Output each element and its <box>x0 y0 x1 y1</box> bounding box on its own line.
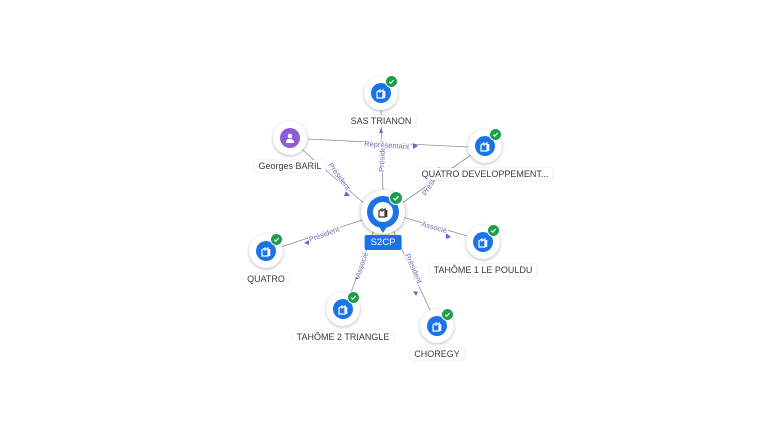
pin-pointer-icon <box>378 225 388 233</box>
verified-check-icon <box>389 191 403 205</box>
verified-check-icon <box>270 233 283 246</box>
center-node-label: S2CP <box>364 235 402 250</box>
edge-label-baril-quatrodev: Représentant <box>364 139 410 151</box>
node-label-georges-baril: Georges BARIL <box>254 160 326 172</box>
edge-label-tahome2: Associé <box>353 251 370 279</box>
verified-check-icon <box>385 75 398 88</box>
edge-baril-center: Président <box>297 145 367 206</box>
node-label-tahome-1: TAHÔME 1 LE POULDU <box>429 264 537 276</box>
node-label-quatro-developpement: QUATRO DEVELOPPEMENT... <box>417 168 553 180</box>
edge-label-sas-trianon: Président <box>377 139 387 172</box>
edge-label-baril-center: Président <box>326 161 352 193</box>
edge-label-quatro: Président <box>308 224 342 244</box>
person-icon <box>280 128 300 148</box>
verified-check-icon <box>487 224 500 237</box>
building-icon <box>371 83 391 103</box>
edge-label-tahome1: Associé <box>420 219 448 235</box>
node-label-sas-trianon: SAS TRIANON <box>346 115 416 127</box>
edge-baril-quatrodev: Représentant <box>307 138 469 152</box>
building-icon <box>427 316 447 336</box>
building-icon <box>256 241 276 261</box>
edge-quatro: Président <box>274 217 369 250</box>
building-icon <box>475 136 495 156</box>
edge-label-choregy: Président <box>403 252 424 285</box>
building-icon <box>473 232 493 252</box>
node-label-tahome-2: TAHÔME 2 TRIANGLE <box>292 331 394 343</box>
verified-check-icon <box>347 291 360 304</box>
building-icon <box>333 299 353 319</box>
building-icon <box>373 202 393 222</box>
node-label-choregy: CHOREGY <box>410 348 464 360</box>
verified-check-icon <box>441 308 454 321</box>
verified-check-icon <box>489 128 502 141</box>
node-label-quatro: QUATRO <box>243 273 289 285</box>
